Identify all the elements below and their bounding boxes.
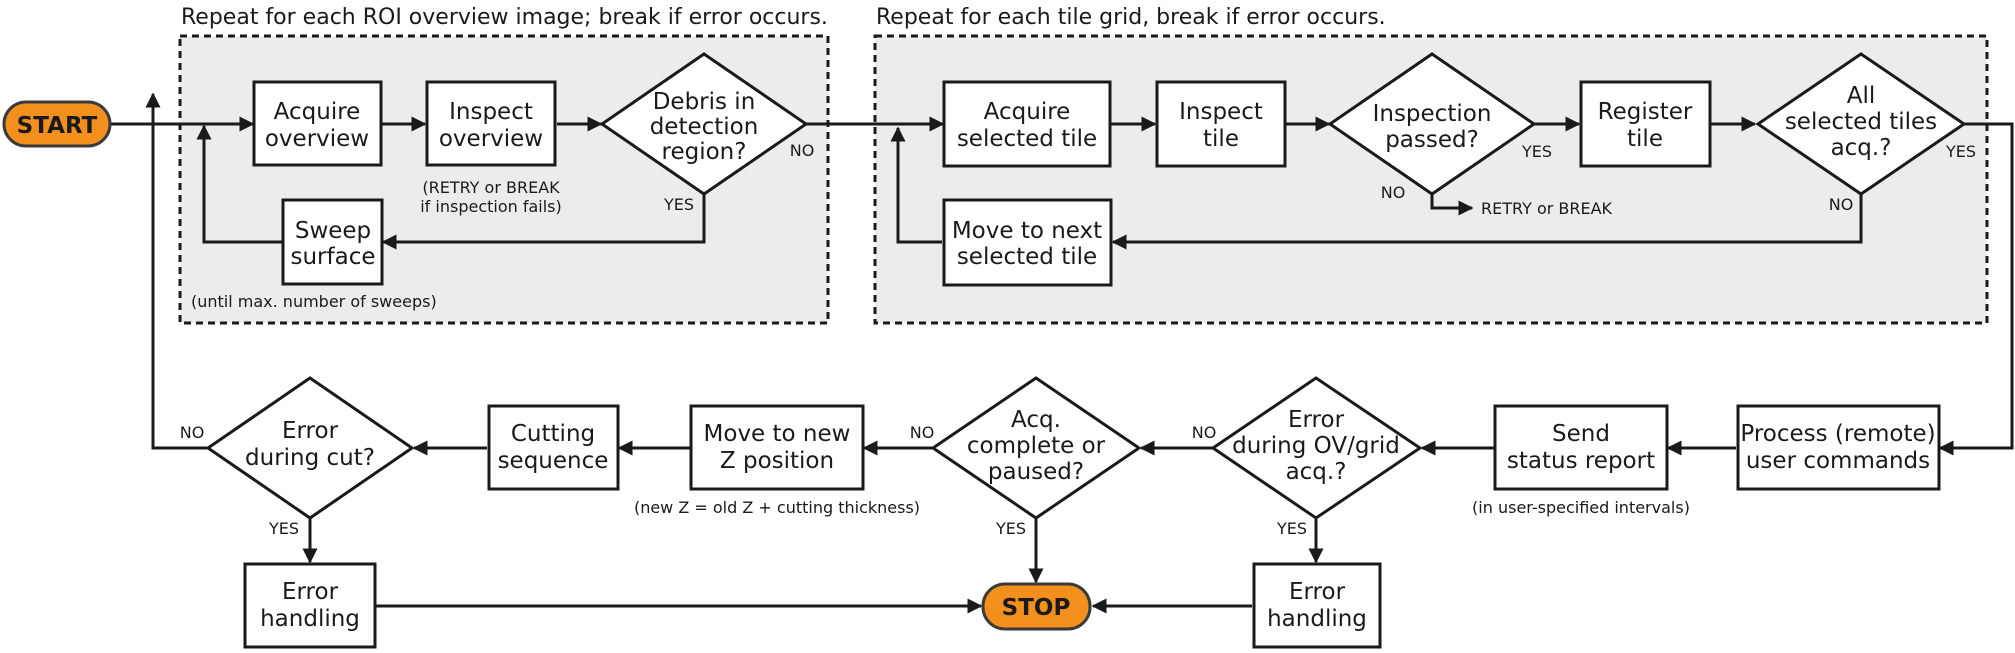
svg-text:Error: Error [282,418,339,444]
svg-text:Inspect: Inspect [449,99,533,125]
svg-text:detection: detection [650,114,759,140]
send-status-box: Send status report [1493,404,1669,491]
svg-text:tile: tile [1203,126,1239,152]
error-handling-right-box: Error handling [1252,562,1382,649]
roi-loop-title: Repeat for each ROI overview image; brea… [181,5,828,30]
edge-move-next-back [890,126,942,244]
complete-yes-label: YES [995,519,1026,538]
error-ov-decision: Error during OV/grid acq.? [1210,376,1423,520]
all-yes-label: YES [1945,142,1976,161]
edge-all-process [1938,122,2014,456]
error-cut-yes-label: YES [268,519,299,538]
sweep-surface-box: Sweep surface [281,198,384,286]
all-tiles-decision: All selected tiles acq.? [1755,52,1967,196]
retry-tile-note: RETRY or BREAK [1481,199,1613,218]
svg-text:tile: tile [1627,126,1663,152]
svg-text:region?: region? [662,139,747,165]
intervals-note: (in user-specified intervals) [1472,498,1690,517]
debris-no-label: NO [790,141,815,160]
move-z-box: Move to new Z position [689,404,865,491]
svg-text:surface: surface [290,244,375,270]
move-next-tile-box: Move to next selected tile [942,198,1113,287]
svg-text:selected tile: selected tile [957,244,1097,270]
svg-text:Acquire: Acquire [984,99,1071,125]
edge-passed-retry [1430,194,1474,216]
svg-text:acq.?: acq.? [1831,135,1892,161]
error-cut-decision: Error during cut? [205,376,415,520]
svg-text:Sweep: Sweep [295,218,371,244]
cutting-sequence-box: Cutting sequence [487,404,620,491]
connectors [111,92,2014,614]
inspection-passed-decision: Inspection passed? [1327,52,1537,196]
acquire-tile-box: Acquire selected tile [942,80,1112,168]
svg-text:All: All [1847,83,1876,109]
svg-text:during cut?: during cut? [245,445,375,471]
svg-text:during OV/grid: during OV/grid [1232,433,1400,459]
svg-text:status report: status report [1507,448,1655,474]
error-handling-left-box: Error handling [243,562,377,649]
inspect-tile-box: Inspect tile [1155,80,1287,168]
svg-text:handling: handling [1267,606,1367,632]
start-terminal: START [2,100,112,148]
edge-sweep-back [196,124,282,244]
all-no-label: NO [1829,195,1854,214]
retry-overview-note-2: if inspection fails) [420,197,562,216]
svg-text:overview: overview [439,126,543,152]
svg-text:acq.?: acq.? [1286,459,1347,485]
grid-loop-title: Repeat for each tile grid, break if erro… [876,5,1386,30]
svg-text:Debris in: Debris in [653,89,756,115]
svg-text:Inspection: Inspection [1373,101,1492,127]
svg-text:selected tiles: selected tiles [1785,109,1937,135]
process-commands-box: Process (remote) user commands [1736,404,1941,491]
error-ov-yes-label: YES [1276,519,1307,538]
inspect-overview-box: Inspect overview [425,80,557,167]
svg-text:Move to new: Move to new [704,421,851,447]
edge-debris-sweep [381,194,706,250]
svg-text:sequence: sequence [498,448,609,474]
svg-text:Process (remote): Process (remote) [1740,421,1935,447]
error-cut-no-label: NO [180,423,205,442]
svg-text:Move to next: Move to next [952,218,1102,244]
svg-text:selected tile: selected tile [957,126,1097,152]
passed-no-label: NO [1381,183,1406,202]
complete-no-label: NO [910,423,935,442]
debris-decision: Debris in detection region? [599,52,809,196]
edge-error-cut-back [145,92,207,450]
svg-text:Inspect: Inspect [1179,99,1263,125]
svg-text:Error: Error [282,579,339,605]
svg-text:Cutting: Cutting [511,421,595,447]
debris-yes-label: YES [663,195,694,214]
svg-text:user commands: user commands [1746,448,1930,474]
svg-text:complete or: complete or [967,433,1106,459]
passed-yes-label: YES [1521,142,1552,161]
svg-text:Error: Error [1289,579,1346,605]
acq-complete-decision: Acq. complete or paused? [930,376,1142,520]
stop-terminal: STOP [981,582,1092,631]
retry-overview-note: (RETRY or BREAK [422,178,560,197]
edge-all-move-next [1111,194,1863,250]
svg-text:START: START [17,113,98,139]
svg-text:Error: Error [1288,407,1345,433]
z-formula-note: (new Z = old Z + cutting thickness) [634,498,920,517]
svg-text:Register: Register [1598,99,1693,125]
register-tile-box: Register tile [1579,80,1712,168]
svg-text:Send: Send [1552,421,1610,447]
svg-text:STOP: STOP [1002,595,1071,621]
svg-text:Z position: Z position [720,448,834,474]
svg-text:Acq.: Acq. [1011,407,1061,433]
svg-text:overview: overview [265,126,369,152]
svg-text:passed?: passed? [1385,127,1479,153]
svg-text:paused?: paused? [988,459,1084,485]
svg-text:Acquire: Acquire [274,99,361,125]
acquire-overview-box: Acquire overview [252,80,383,167]
svg-text:handling: handling [260,606,360,632]
sweeps-note: (until max. number of sweeps) [191,292,437,311]
error-ov-no-label: NO [1192,423,1217,442]
